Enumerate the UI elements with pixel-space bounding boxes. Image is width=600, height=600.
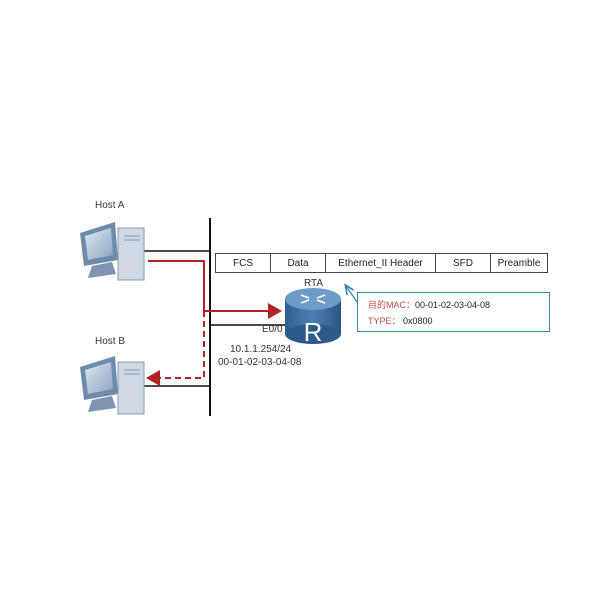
ethernet-frame: FCS Data Ethernet_II Header SFD Preamble [215, 253, 548, 273]
host-b-label: Host B [95, 336, 126, 347]
dest-mac-label: 目的MAC： [368, 300, 415, 310]
host-b-computer-icon [80, 356, 145, 415]
frame-path-arrow [148, 260, 282, 319]
reply-path-dashed-arrow [146, 311, 205, 386]
router-icon: R [285, 288, 341, 347]
frame-field-data: Data [271, 254, 326, 272]
frame-field-sfd: SFD [436, 254, 491, 272]
router-name: RTA [304, 278, 324, 289]
host-a-label: Host A [95, 200, 125, 211]
router-ip: 10.1.1.254/24 [230, 344, 292, 355]
router-letter: R [304, 317, 323, 347]
callout-pointer [346, 286, 358, 303]
type-value: 0x0800 [403, 316, 433, 326]
frame-field-ethernet-header: Ethernet_II Header [326, 254, 436, 272]
frame-field-fcs: FCS [216, 254, 271, 272]
dest-mac-value: 00-01-02-03-04-08 [415, 300, 491, 310]
router-mac: 00-01-02-03-04-08 [218, 357, 302, 368]
header-callout: 目的MAC：00-01-02-03-04-08 TYPE： 0x0800 [357, 292, 550, 332]
host-a-computer-icon [80, 222, 145, 281]
type-label: TYPE： [368, 316, 401, 326]
router-interface: E0/0 [262, 324, 283, 335]
frame-field-preamble: Preamble [497, 257, 541, 269]
